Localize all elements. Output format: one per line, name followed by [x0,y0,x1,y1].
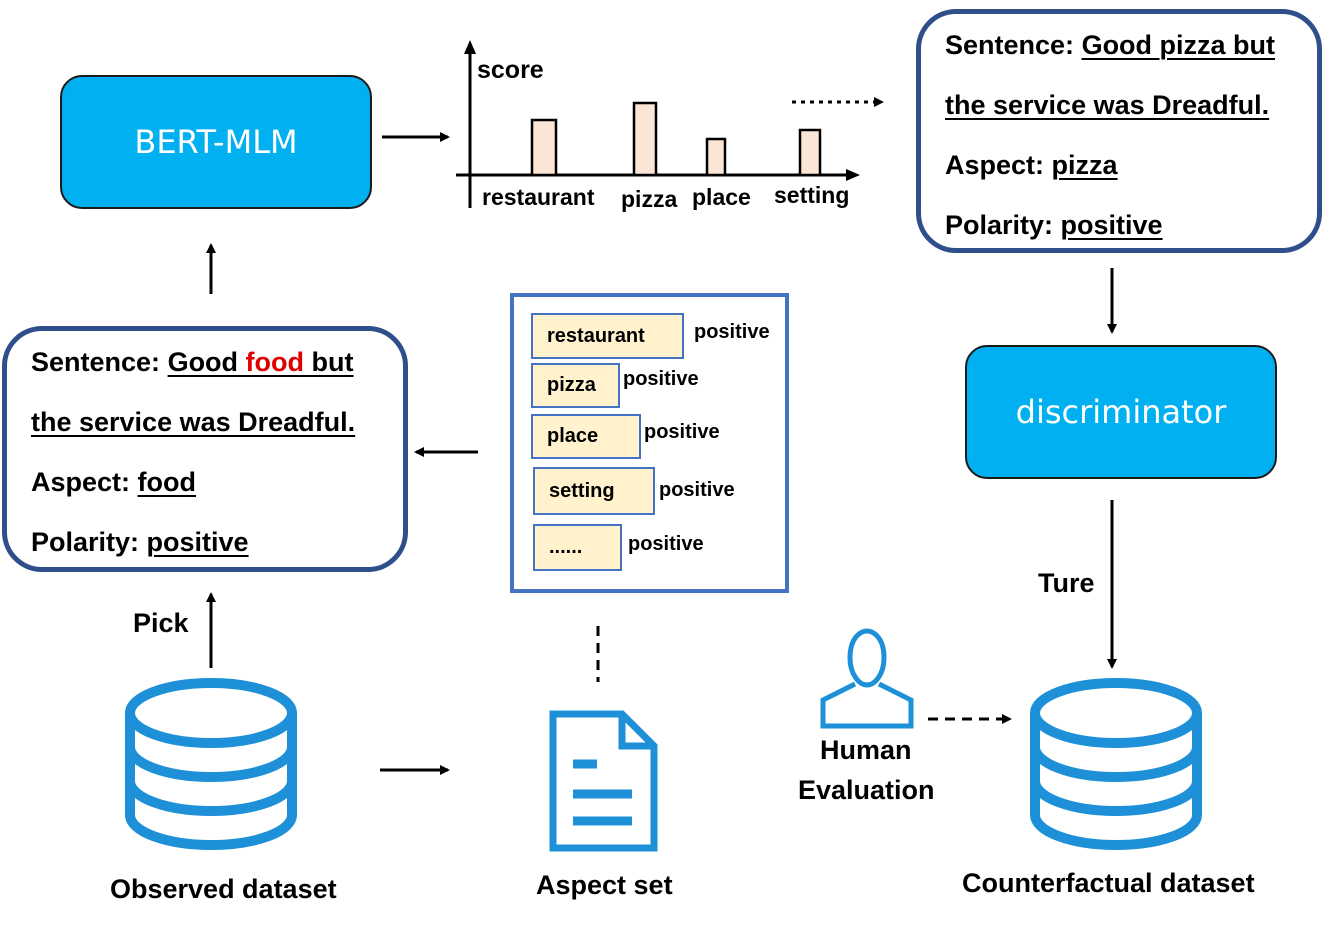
counterfactual-dataset-label: Counterfactual dataset [962,868,1255,898]
score-bar-setting [798,128,822,177]
chart-ylabel: score [477,56,544,84]
orig-polarity-line: Polarity: positive [31,527,249,558]
observed-dataset-label: Observed dataset [110,874,337,904]
person-icon [820,628,914,729]
pick-label: Pick [133,608,189,638]
aspect-chip-ellipsis: ...... [533,524,622,571]
orig-sentence-line1: Sentence: Good food but [31,347,354,378]
database-icon [1030,678,1202,850]
orig-polarity-key: Polarity: [31,527,140,557]
chart-bars [530,101,822,177]
original-card: Sentence: Good food but the service was … [2,326,408,572]
orig-aspect-key: Aspect: [31,467,131,497]
aspect-chip-place: place [531,414,641,459]
cf-sentence-text1: Good pizza but [1081,30,1276,60]
cf-aspect-value: pizza [1051,150,1118,180]
orig-sentence-line2: the service was Dreadful. [31,407,356,437]
database-icon [125,678,297,850]
ture-label: Ture [1038,568,1095,598]
aspect-set-label: Aspect set [536,870,673,900]
orig-sentence-text: Good food but [168,347,354,377]
x-axis-arrowhead [846,169,860,181]
tick-label-setting: setting [774,182,850,208]
discriminator-box: discriminator [965,345,1277,479]
cf-polarity-value: positive [1060,210,1163,240]
cf-aspect-key: Aspect: [945,150,1045,180]
tick-label-pizza: pizza [621,186,678,212]
cf-sentence-line1: Sentence: Good pizza but [945,30,1275,61]
orig-sentence-post: but [311,347,354,377]
bert-mlm-label: BERT-MLM [134,123,298,161]
human-label-line1: Human [820,735,912,765]
tick-label-restaurant: restaurant [482,184,595,210]
aspect-list-box: restaurant positive pizza positive place… [510,293,789,593]
score-bar-place [705,137,727,177]
human-label-line2: Evaluation [798,775,935,805]
cf-polarity-key: Polarity: [945,210,1054,240]
discriminator-label: discriminator [1015,393,1227,431]
orig-sentence-highlight: food [245,347,312,377]
counterfactual-card: Sentence: Good pizza but the service was… [916,9,1322,253]
aspect-polarity-ellipsis: positive [628,533,704,555]
cf-sentence-key: Sentence: [945,30,1075,60]
orig-sentence-key: Sentence: [31,347,161,377]
orig-aspect-value: food [137,467,197,497]
aspect-polarity-setting: positive [659,479,735,501]
cf-sentence-line2: the service was Dreadful. [945,90,1270,120]
y-axis-arrowhead [464,40,476,54]
score-bar-pizza [632,101,658,177]
cf-aspect-line: Aspect: pizza [945,150,1118,181]
aspect-polarity-pizza: positive [623,368,699,390]
aspect-polarity-restaurant: positive [694,321,770,343]
aspect-chip-restaurant: restaurant [531,313,684,359]
orig-aspect-line: Aspect: food [31,467,196,498]
document-icon [549,710,658,852]
aspect-chip-pizza: pizza [531,363,620,408]
orig-polarity-value: positive [146,527,249,557]
bert-mlm-box: BERT-MLM [60,75,372,209]
tick-label-place: place [692,184,751,210]
aspect-chip-setting: setting [533,467,655,515]
aspect-polarity-place: positive [644,421,720,443]
orig-sentence-pre: Good [167,347,246,377]
cf-polarity-line: Polarity: positive [945,210,1163,241]
score-bar-restaurant [530,118,558,177]
